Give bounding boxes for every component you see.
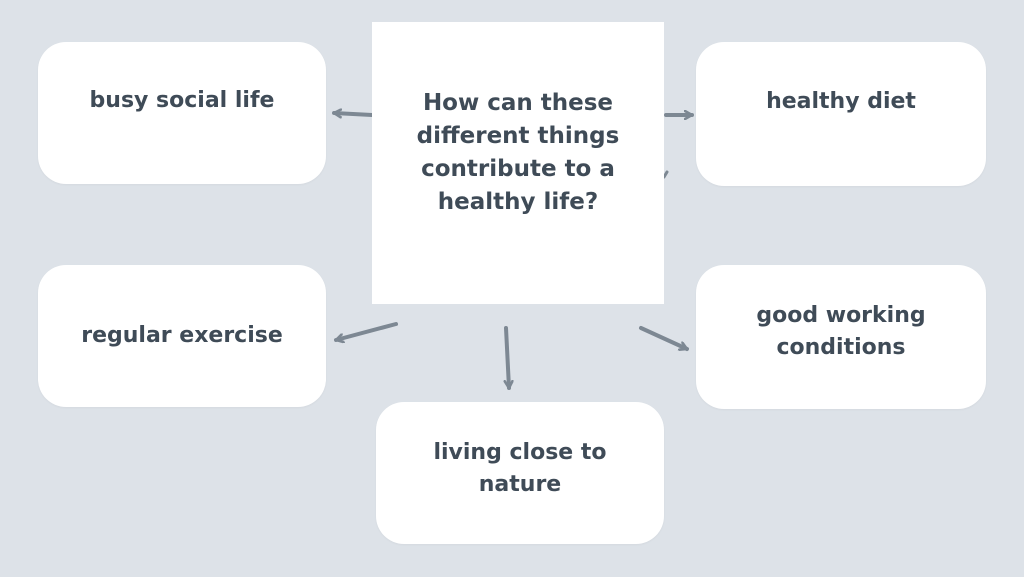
arrow-to-regular-exercise bbox=[334, 322, 398, 340]
node-label: busy social life bbox=[89, 88, 275, 113]
node-label: regular exercise bbox=[81, 323, 283, 348]
node-label: healthy diet bbox=[766, 89, 916, 114]
node-label: good working conditions bbox=[756, 303, 926, 360]
connector-tick bbox=[662, 170, 669, 179]
arrow-to-good-working-conditions bbox=[639, 326, 689, 349]
node-label: living close to nature bbox=[433, 440, 607, 497]
arrow-to-busy-social-life bbox=[332, 113, 374, 115]
node-living-close-to-nature: living close to nature bbox=[376, 402, 664, 544]
central-question-text: How can these different things contribut… bbox=[416, 90, 620, 215]
node-regular-exercise: regular exercise bbox=[38, 265, 326, 407]
node-healthy-diet: healthy diet bbox=[696, 42, 986, 186]
node-good-working-conditions: good working conditions bbox=[696, 265, 986, 409]
node-busy-social-life: busy social life bbox=[38, 42, 326, 184]
arrow-to-living-close-to-nature bbox=[506, 326, 509, 390]
central-question-box: How can these different things contribut… bbox=[372, 22, 664, 304]
